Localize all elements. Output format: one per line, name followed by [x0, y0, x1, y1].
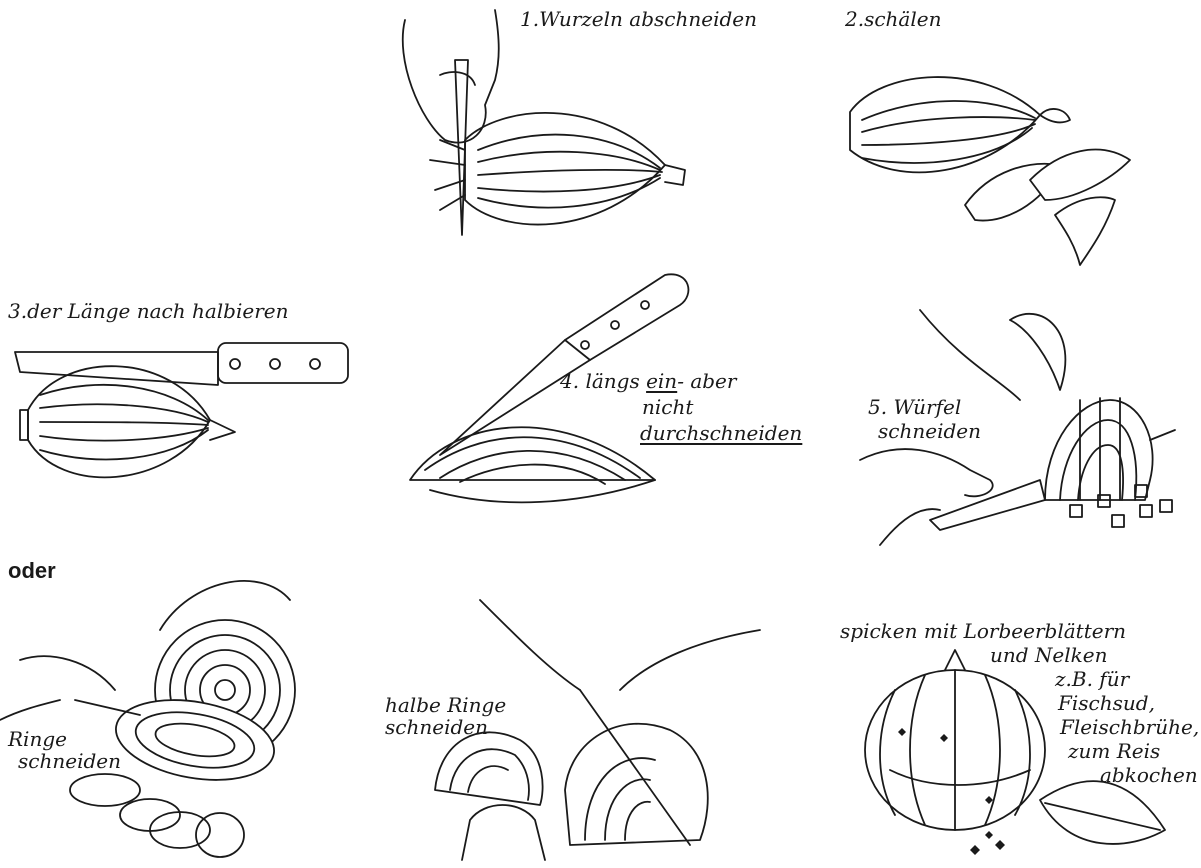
onion-peeling-illustration [850, 77, 1130, 265]
spick-label-line3: z.B. für [1055, 668, 1129, 691]
half-rings-label-line1: halbe Ringe [385, 694, 506, 717]
spick-label-line4: Fischsud, [1058, 692, 1155, 715]
spick-label-line1: spicken mit Lorbeerblättern [840, 620, 1126, 643]
oder-label: oder [8, 558, 56, 584]
step-4-label-line3: durchschneiden [640, 422, 802, 445]
step-3-label: 3.der Länge nach halbieren [8, 300, 288, 323]
step-2-label: 2.schälen [845, 8, 941, 31]
step-4-text-c: - aber [677, 369, 736, 393]
step-5-label-line2: schneiden [878, 420, 981, 443]
step-4-label-line2: nicht [642, 396, 693, 419]
step-1-label: 1.Wurzeln abschneiden [520, 8, 757, 31]
spick-label-line5: Fleischbrühe, [1060, 716, 1199, 739]
step-4-text-a: 4. längs [560, 369, 646, 393]
half-rings-label-line2: schneiden [385, 716, 488, 739]
step-4-text-b: ein [646, 369, 677, 393]
rings-label-line2: schneiden [18, 750, 121, 773]
onion-rings-illustration [0, 581, 295, 857]
onion-halving-illustration [15, 343, 348, 477]
spick-label-line6: zum Reis [1068, 740, 1160, 763]
step-5-label-line1: 5. Würfel [868, 396, 961, 419]
onion-root-cut-illustration [403, 10, 685, 235]
rings-label-line1: Ringe [8, 728, 67, 751]
step-4-label-line1: 4. längs ein- aber [560, 370, 736, 393]
spick-label-line2: und Nelken [990, 644, 1108, 667]
spick-label-line7: abkochen [1100, 764, 1198, 787]
